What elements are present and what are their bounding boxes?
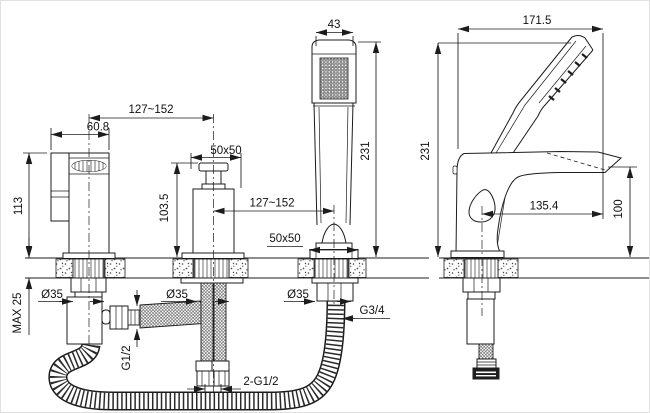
outlet-bulb xyxy=(101,309,111,325)
dim-span-diverter-holder: 127~152 xyxy=(249,198,294,210)
spout-valve-body xyxy=(66,296,103,345)
faucet-body-side xyxy=(450,150,623,380)
spout-fixture xyxy=(50,152,141,345)
hose-nut-1 xyxy=(196,370,215,387)
dim-spout-inlet-thread: G1/2 xyxy=(121,346,133,371)
dim-holder-hole: Ø35 xyxy=(287,289,309,301)
spray-face xyxy=(319,57,349,100)
dim-spout-hole: Ø35 xyxy=(41,289,63,301)
side-dimensions: 171.5 231 135.4 100 xyxy=(420,15,637,257)
deck-hatch xyxy=(55,258,74,278)
dim-overall-depth: 171.5 xyxy=(523,15,552,27)
deck-hatch xyxy=(443,258,465,278)
dim-diverter-hole: Ø35 xyxy=(166,289,188,301)
deck-hatch xyxy=(297,258,315,278)
deck-hatch xyxy=(228,258,249,278)
holder-hex-nut xyxy=(316,282,354,302)
dim-spout-reach: 135.4 xyxy=(530,201,559,213)
dim-overall-height: 231 xyxy=(420,141,432,160)
side-view: 171.5 231 135.4 100 xyxy=(420,15,649,380)
outlet-dash xyxy=(546,152,606,171)
deck-hatch xyxy=(348,258,367,278)
front-dimensions: 43 127~152 60.8 113 MAX 25 50x50 xyxy=(12,19,390,393)
diverter-shank xyxy=(193,258,230,279)
spout-locknut xyxy=(70,277,107,293)
dim-diverter-height: 103.5 xyxy=(159,194,171,223)
hose-nut-2 xyxy=(213,370,230,387)
inlet-hose-2 xyxy=(213,282,227,362)
dim-deck-thickness: MAX 25 xyxy=(12,293,24,334)
dim-handshower-length: 231 xyxy=(360,141,372,160)
handshower-front xyxy=(309,39,359,302)
deck-hatch xyxy=(172,258,194,278)
side-shank xyxy=(464,258,499,279)
deck-hatch xyxy=(104,258,126,278)
dim-spout-outlet-height: 100 xyxy=(613,199,625,218)
dim-span-spout-diverter: 127~152 xyxy=(128,104,173,116)
inlet-hose-1 xyxy=(200,282,214,362)
deck-hatch xyxy=(497,258,519,278)
front-view: 43 127~152 60.8 113 MAX 25 50x50 xyxy=(12,19,429,411)
dim-diverter-inlet-threads: 2-G1/2 xyxy=(243,376,278,388)
side-valve-body xyxy=(466,298,495,345)
spout-shank xyxy=(72,258,105,279)
dim-holder-escutcheon: 50x50 xyxy=(269,233,300,245)
diverter-fixture xyxy=(180,162,245,387)
side-hose xyxy=(478,343,494,360)
spout-supply-hose xyxy=(139,300,212,329)
dim-spout-height: 113 xyxy=(13,197,25,215)
side-nozzles xyxy=(548,53,588,101)
diverter-flange xyxy=(180,277,244,284)
dim-diverter-escutcheon: 50x50 xyxy=(210,145,241,157)
holder-shank xyxy=(314,258,349,279)
outlet-hex-nut xyxy=(109,305,129,330)
dim-spout-width: 60.8 xyxy=(87,122,109,134)
hoses xyxy=(48,298,346,411)
outlet-thread xyxy=(127,309,141,326)
dim-holder-outlet-thread: G3/4 xyxy=(360,305,386,317)
side-locknut xyxy=(462,277,501,293)
side-connector-nut xyxy=(472,367,500,380)
dim-handshower-width: 43 xyxy=(328,19,341,31)
lever-pin xyxy=(452,165,458,175)
